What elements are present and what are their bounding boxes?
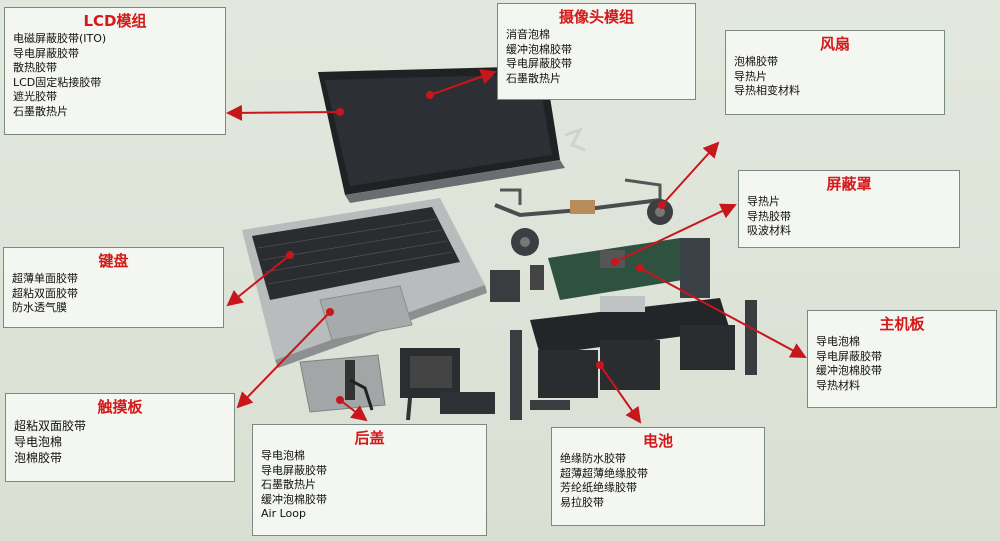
- callout-item: 石墨散热片: [13, 104, 68, 118]
- callout-item: 泡棉胶带: [14, 451, 63, 465]
- callout-item: 电磁屏蔽胶带(ITO): [13, 32, 107, 45]
- callout-item: 泡棉胶带: [734, 55, 778, 68]
- callout-item: 导电屏蔽胶带: [261, 463, 327, 477]
- callout-item: 消音泡棉: [506, 28, 550, 41]
- keyboard-base: [242, 198, 487, 368]
- callout-item: 超薄单面胶带: [12, 272, 78, 285]
- callout-arrows: [226, 69, 807, 424]
- callout-battery: 电池 绝缘防水胶带 超薄超薄绝缘胶带 芳纶纸绝缘胶带 易拉胶带: [551, 427, 765, 526]
- callout-title: 电池: [642, 432, 673, 450]
- callout-item: 导热材料: [816, 378, 860, 392]
- callout-item: 导热相变材料: [734, 84, 800, 97]
- callout-item: 超粘双面胶带: [12, 286, 78, 300]
- callout-title: 摄像头模组: [558, 8, 634, 26]
- callout-item: 导电屏蔽胶带: [816, 349, 882, 363]
- callout-item: 导电泡棉: [14, 435, 63, 449]
- callout-title: 后盖: [354, 429, 385, 447]
- callout-title: 键盘: [98, 252, 129, 270]
- callout-title: 触摸板: [97, 398, 143, 416]
- touchpad-part: [299, 354, 386, 413]
- callout-item: LCD固定粘接胶带: [13, 75, 102, 89]
- callout-item: 超粘双面胶带: [14, 419, 87, 433]
- callout-title: 屏蔽罩: [826, 175, 872, 193]
- callout-shield: 屏蔽罩 导热片 导热胶带 吸波材料: [738, 170, 960, 248]
- callout-camera: 摄像头模组 消音泡棉 缓冲泡棉胶带 导电屏蔽胶带 石墨散热片: [497, 3, 696, 100]
- callout-item: 导电泡棉: [261, 449, 305, 462]
- callout-item: 散热胶带: [13, 61, 57, 74]
- callout-keyboard: 键盘 超薄单面胶带 超粘双面胶带 防水透气膜: [3, 247, 224, 328]
- callout-lcd: LCD模组 电磁屏蔽胶带(ITO) 导电屏蔽胶带 散热胶带 LCD固定粘接胶带 …: [4, 7, 226, 135]
- callout-title: LCD模组: [83, 12, 147, 30]
- callout-backcover: 后盖 导电泡棉 导电屏蔽胶带 石墨散热片 缓冲泡棉胶带 Air Loop: [252, 424, 487, 536]
- callout-mainboard: 主机板 导电泡棉 导电屏蔽胶带 缓冲泡棉胶带 导热材料: [807, 310, 997, 408]
- heatpipe-fans: [494, 178, 673, 256]
- callout-item: 导电屏蔽胶带: [13, 46, 79, 60]
- callout-item: 缓冲泡棉胶带: [816, 364, 882, 377]
- callout-item: 遮光胶带: [13, 90, 57, 103]
- battery-part: [510, 296, 757, 420]
- callout-item: 导热片: [747, 195, 780, 208]
- callout-item: 防水透气膜: [12, 301, 67, 314]
- main-board-part: [490, 238, 710, 302]
- callout-item: 石墨散热片: [261, 478, 316, 491]
- callout-item: 芳纶纸绝缘胶带: [560, 481, 637, 494]
- callout-touchpad: 触摸板 超粘双面胶带 导电泡棉 泡棉胶带: [5, 393, 235, 482]
- callout-item: 导电屏蔽胶带: [506, 57, 572, 70]
- callout-item: 超薄超薄绝缘胶带: [560, 466, 648, 480]
- callout-item: 导电泡棉: [816, 335, 860, 348]
- callout-item: 导热胶带: [747, 209, 791, 223]
- callout-item: Air Loop: [261, 507, 306, 520]
- callout-title: 风扇: [819, 35, 850, 53]
- callout-item: 吸波材料: [747, 224, 791, 237]
- callout-item: 石墨散热片: [506, 71, 561, 85]
- callout-fan: 风扇 泡棉胶带 导热片 导热相变材料: [725, 30, 945, 115]
- callout-title: 主机板: [879, 315, 925, 333]
- callout-item: 易拉胶带: [560, 495, 604, 509]
- callout-item: 绝缘防水胶带: [560, 452, 626, 465]
- callout-item: 缓冲泡棉胶带: [261, 492, 327, 506]
- callout-item: 导热片: [734, 69, 767, 83]
- callout-item: 缓冲泡棉胶带: [506, 42, 572, 56]
